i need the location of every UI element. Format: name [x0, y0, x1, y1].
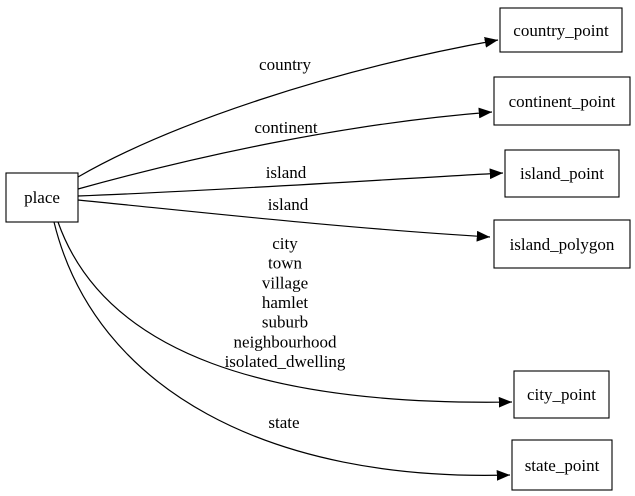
node-country-point-label: country_point: [513, 21, 609, 40]
node-city-point: city_point: [513, 370, 610, 419]
edge-label-island-polygon: island: [268, 195, 309, 214]
edge-label-village-line: village: [262, 273, 308, 292]
node-country-point-box: [499, 7, 623, 53]
nodes-layer: place country_point continent_point isla…: [5, 7, 631, 491]
node-island-polygon-label: island_polygon: [510, 235, 615, 254]
edge-labels-layer: country continent island island city tow…: [225, 55, 346, 432]
node-island-polygon: island_polygon: [493, 219, 631, 269]
node-island-point: island_point: [504, 149, 620, 198]
edge-label-neighbourhood-line: neighbourhood: [234, 332, 337, 351]
node-continent-point: continent_point: [493, 76, 631, 126]
edges-layer: [53, 37, 513, 481]
node-continent-point-box: [493, 76, 631, 126]
node-place: place: [5, 172, 79, 223]
node-state-point-label: state_point: [525, 456, 600, 475]
edge-place-island-point: [77, 168, 504, 197]
edge-place-continent-point: [77, 107, 493, 190]
edge-label-continent: continent: [254, 118, 318, 137]
edge-label-town-line: town: [268, 254, 303, 273]
node-island-polygon-box: [493, 219, 631, 269]
node-place-box: [5, 172, 79, 223]
node-island-point-label: island_point: [520, 164, 604, 183]
node-place-label: place: [24, 188, 60, 207]
edge-place-state-point: [53, 221, 511, 481]
edge-place-city-point: [57, 221, 513, 408]
node-country-point: country_point: [499, 7, 623, 53]
node-state-point: state_point: [511, 439, 613, 491]
edge-label-city-line: city: [272, 234, 298, 253]
node-state-point-box: [511, 439, 613, 491]
node-city-point-box: [513, 370, 610, 419]
edge-place-island-polygon: [77, 199, 491, 242]
edge-label-isolated-dwelling-line: isolated_dwelling: [225, 352, 346, 371]
edge-label-island-point: island: [266, 163, 307, 182]
edge-label-city-group: city town village hamlet suburb neighbou…: [225, 234, 346, 371]
edge-label-country: country: [259, 55, 311, 74]
node-city-point-label: city_point: [527, 385, 596, 404]
edge-label-state: state: [268, 413, 299, 432]
edge-place-country-point: [77, 37, 499, 178]
node-island-point-box: [504, 149, 620, 198]
edge-label-hamlet-line: hamlet: [262, 293, 309, 312]
edge-label-suburb-line: suburb: [262, 313, 308, 332]
node-continent-point-label: continent_point: [509, 92, 616, 111]
